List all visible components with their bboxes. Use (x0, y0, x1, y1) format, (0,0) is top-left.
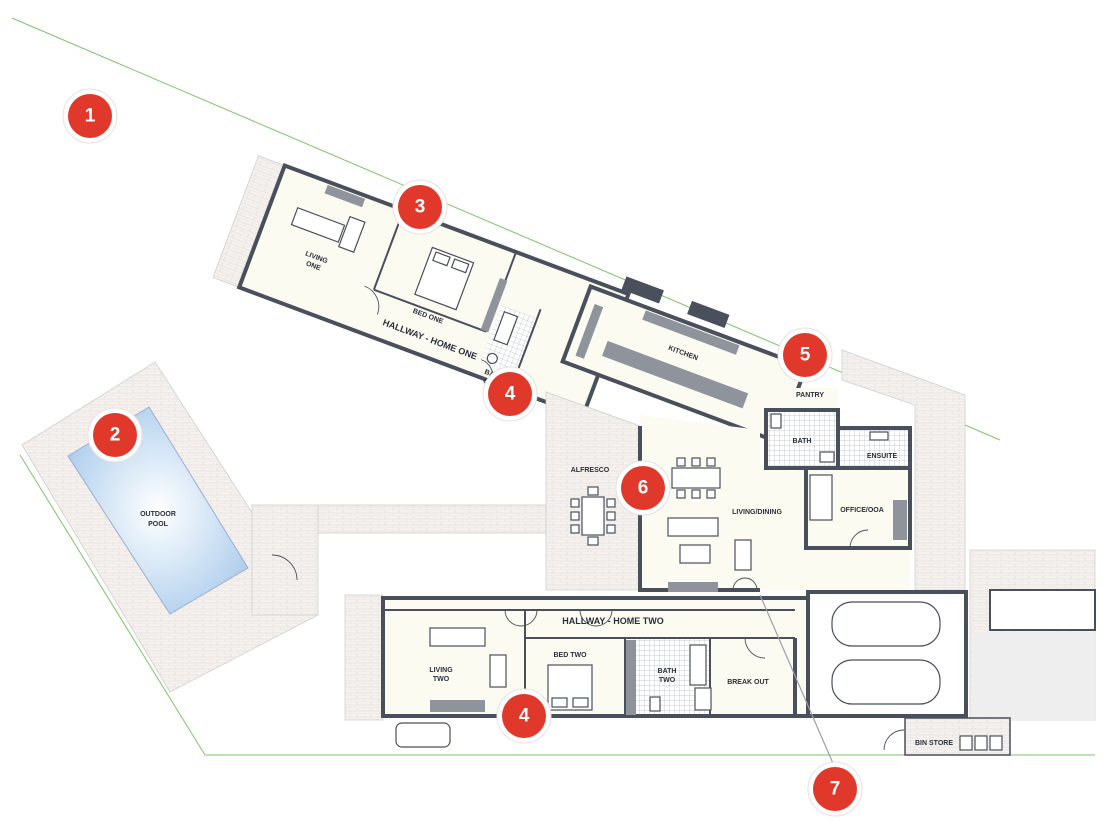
marker-2-number: 2 (110, 425, 121, 446)
marker-1-number: 1 (85, 106, 96, 127)
room-label-alfresco: ALFRESCO (571, 467, 610, 474)
room-label-ensuite: ENSUITE (867, 453, 898, 460)
room-label-hallway-two: HALLWAY - HOME TWO (562, 616, 664, 626)
service-rooms: PANTRY BATH ENSUITE OFFICE/OOA (764, 388, 912, 550)
room-label-living-one-line2: ONE (305, 260, 322, 272)
marker-4-home-one: 4 (482, 366, 538, 422)
bin-store: BIN STORE (883, 717, 1011, 756)
central-living: ALFRESCO LIVING/DINING (545, 391, 910, 592)
marker-4b-number: 4 (519, 706, 530, 727)
marker-3-number: 3 (415, 197, 426, 218)
room-label-bath: BATH (793, 438, 812, 445)
room-label-living-two-line2: TWO (433, 676, 450, 683)
room-label-break-out: BREAK OUT (727, 679, 769, 686)
marker-4a-number: 4 (505, 384, 516, 405)
room-label-living-dining: LIVING/DINING (732, 509, 782, 516)
room-label-pantry: PANTRY (796, 392, 824, 399)
marker-6: 6 (615, 460, 671, 516)
room-label-bath-two-line1: BATH (658, 668, 677, 675)
marker-4-home-two: 4 (496, 688, 552, 744)
marker-6-number: 6 (638, 478, 649, 499)
marker-3: 3 (392, 179, 448, 235)
room-label-bath-two-line2: TWO (659, 677, 676, 684)
garage (806, 549, 1096, 721)
marker-1: 1 (62, 88, 118, 144)
marker-5: 5 (777, 327, 833, 383)
site-boundary (11, 17, 1095, 756)
home-two-wing: HALLWAY - HOME TWO LIVING TWO BED TWO BAT… (344, 594, 810, 748)
home-one-wing: LIVINGONE BED ONE BATHONE HALLWAY - HOME… (212, 155, 632, 419)
marker-7-leader (759, 594, 836, 769)
marker-7-number: 7 (830, 779, 841, 800)
marker-5-number: 5 (800, 345, 811, 366)
marker-7: 7 (807, 761, 863, 817)
room-label-pool-line2: POOL (148, 521, 169, 528)
room-label-living-two-line1: LIVING (429, 667, 453, 674)
room-label-bin-store: BIN STORE (915, 740, 953, 747)
room-label-office: OFFICE/OOA (840, 507, 884, 514)
room-label-bed-two: BED TWO (553, 652, 587, 659)
room-label-pool-line1: OUTDOOR (140, 511, 176, 518)
marker-2: 2 (87, 407, 143, 463)
